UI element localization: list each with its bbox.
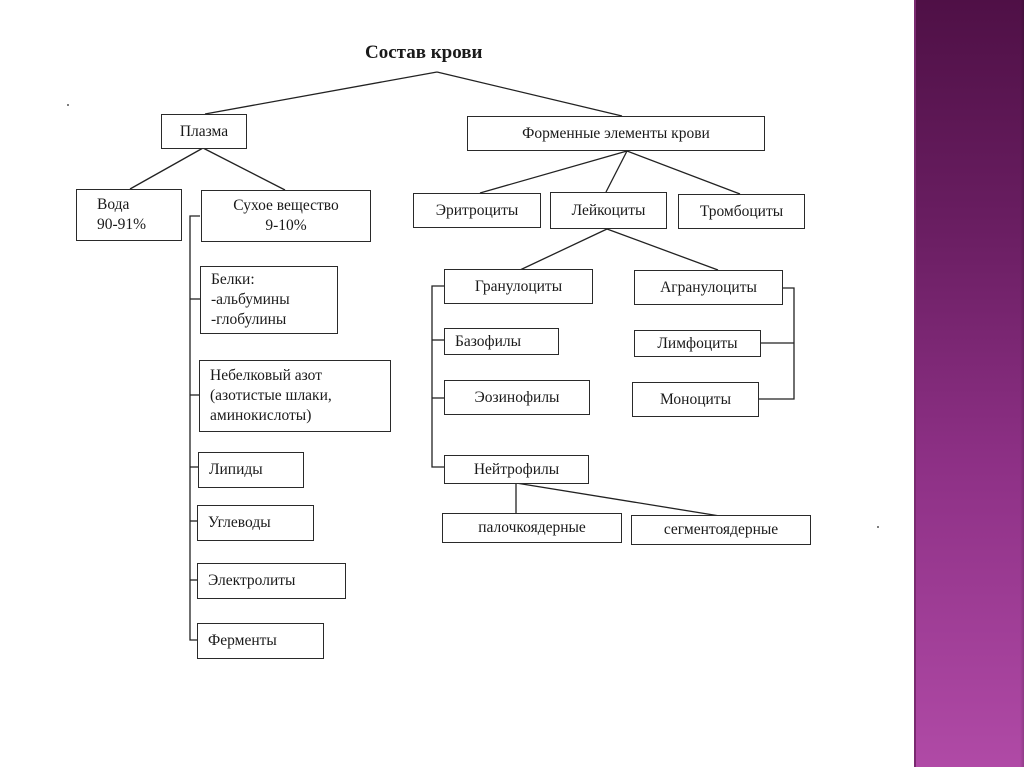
node-lipids: Липиды [198,452,304,488]
connector-title-plasma [204,71,438,115]
node-eosinophils: Эозинофилы [444,380,590,415]
node-granulocytes: Гранулоциты [444,269,593,304]
connector-title-formed [436,71,623,117]
node-water-percent: 90-91% [97,216,147,233]
connector-formed-thrombo [626,150,741,195]
connector-formed-leuko [605,150,628,193]
scan-speck [67,104,69,106]
node-monocytes: Моноциты [632,382,759,417]
connector-dry-spine [189,215,200,641]
connector-lines [129,71,795,641]
node-erythrocytes: Эритроциты [413,193,541,228]
node-lymphocytes: Лимфоциты [634,330,761,357]
node-segmented-neutrophils: сегментоядерные [631,515,811,545]
node-agranulocytes: Агранулоциты [634,270,783,305]
node-leukocytes: Лейкоциты [550,192,667,229]
decorative-sidebar [914,0,1024,767]
node-nonprotein-nitrogen: Небелковый азот (азотистые шлаки, аминок… [199,360,391,432]
node-electrolytes: Электролиты [197,563,346,599]
node-carbohydrates: Углеводы [197,505,314,541]
connector-formed-erythro [479,150,628,194]
node-water-label: Вода [97,196,130,213]
node-neutrophils: Нейтрофилы [444,455,589,484]
node-enzymes: Ферменты [197,623,324,659]
scan-speck [877,526,879,528]
connector-leuko-agranulo [606,228,719,271]
node-formed-elements: Форменные элементы крови [467,116,765,151]
node-water: Вода 90-91% [76,189,182,241]
connector-leuko-granulo [519,228,608,271]
node-proteins: Белки: -альбумины -глобулины [200,266,338,334]
node-dry-matter-label: Сухое вещество [233,197,339,214]
node-thrombocytes: Тромбоциты [678,194,805,229]
connector-plasma-dry [202,147,286,191]
connector-neutro-segmented [515,482,727,518]
node-band-neutrophils: палочкоядерные [442,513,622,543]
connector-granulo-spine [431,285,444,468]
node-dry-matter: Сухое вещество 9-10% [201,190,371,242]
diagram-title: Состав крови [365,42,483,63]
node-basophils: Базофилы [444,328,559,355]
node-plasma: Плазма [161,114,247,149]
node-dry-matter-percent: 9-10% [265,217,307,234]
connector-plasma-water [129,147,204,190]
slide: Состав крови Плазма Вода 90-91% Сухое ве… [67,42,879,659]
